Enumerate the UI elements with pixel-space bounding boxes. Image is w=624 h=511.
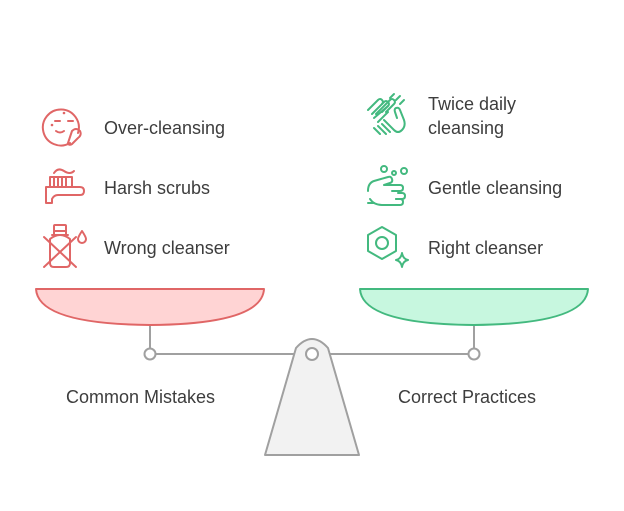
- left-pan: [35, 288, 265, 326]
- crossed-bottle-icon: [43, 224, 87, 268]
- hands-wave-icon: [367, 93, 406, 135]
- item-right-cleanser: Right cleanser: [428, 238, 544, 258]
- item-gentle-cleansing: Gentle cleansing: [428, 178, 563, 198]
- caption-common-mistakes: Common Mistakes: [66, 387, 216, 407]
- hand-washing-icon: [367, 165, 408, 206]
- right-pan: [359, 288, 589, 326]
- left-beam-joint: [143, 347, 157, 361]
- item-wrong-cleanser: Wrong cleanser: [104, 238, 230, 258]
- toothbrush-icon: [45, 168, 85, 204]
- item-twice-daily-line1: Twice daily: [428, 94, 517, 114]
- item-over-cleansing: Over-cleansing: [104, 118, 226, 138]
- item-twice-daily-line2: cleansing: [428, 118, 505, 138]
- face-icon: [41, 108, 82, 147]
- item-harsh-scrubs: Harsh scrubs: [104, 178, 211, 198]
- right-beam-joint: [467, 347, 481, 361]
- fulcrum-pivot: [305, 347, 319, 361]
- caption-correct-practices: Correct Practices: [398, 387, 537, 407]
- hexagon-sparkle-icon: [367, 226, 409, 268]
- fulcrum: [264, 338, 360, 456]
